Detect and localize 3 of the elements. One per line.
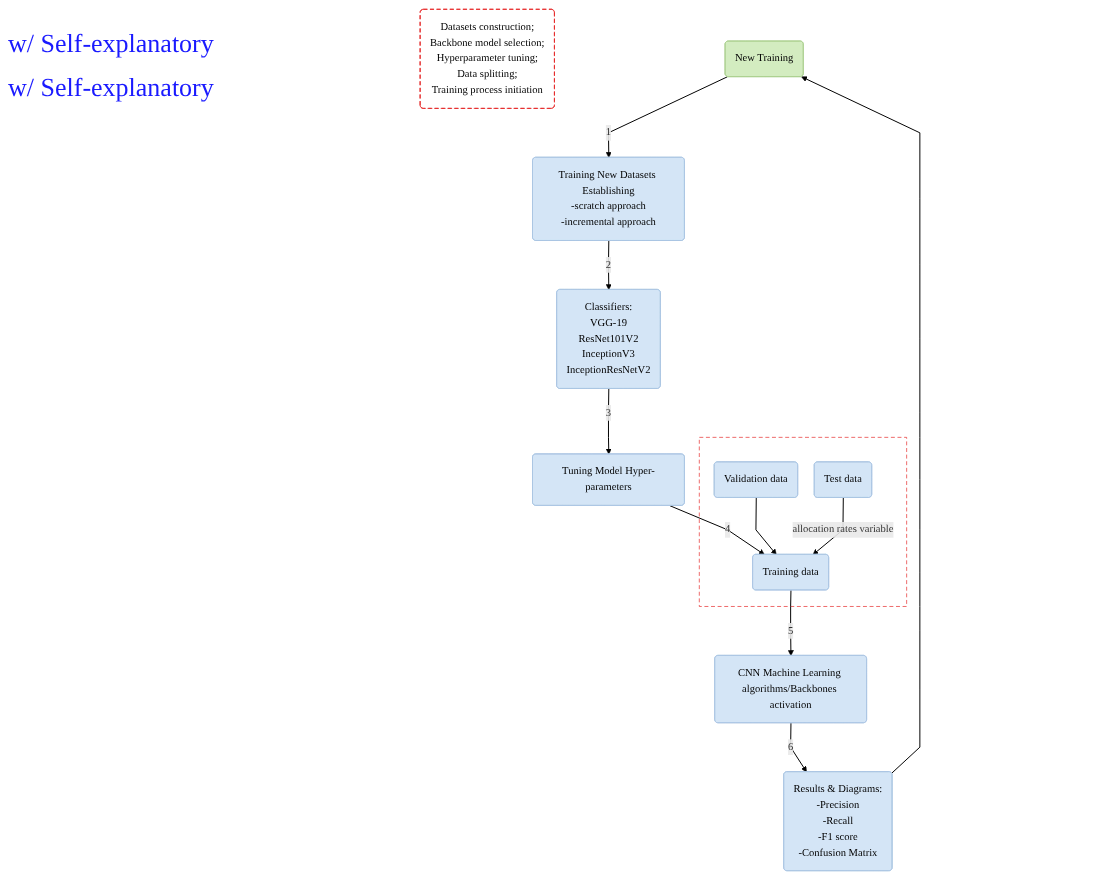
- annotation-text: w/ Self-explanatory: [8, 72, 216, 104]
- cluster: [698, 437, 907, 607]
- annotation-text: w/ Self-explanatory: [8, 28, 216, 60]
